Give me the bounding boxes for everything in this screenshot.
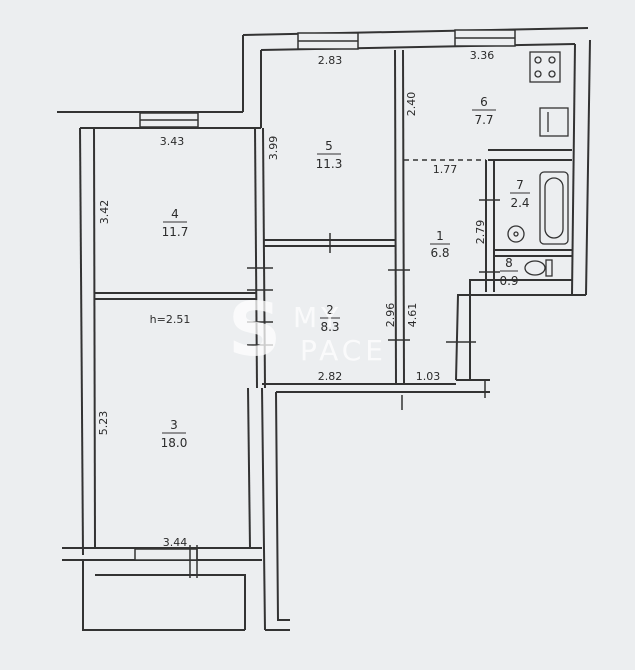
svg-text:0.9: 0.9 — [499, 274, 518, 288]
svg-text:8: 8 — [505, 256, 513, 270]
dim-2-79: 2.79 — [474, 220, 487, 245]
dim-1-77: 1.77 — [433, 163, 458, 176]
bathtub-icon — [539, 171, 569, 245]
door-marks — [189, 199, 500, 578]
dim-3-43: 3.43 — [160, 135, 185, 148]
svg-text:PACE: PACE — [300, 334, 387, 367]
room-1-label: 1 6.8 — [430, 229, 450, 260]
svg-text:4: 4 — [171, 207, 179, 221]
dim-5-23: 5.23 — [97, 411, 110, 436]
stove-icon — [529, 51, 561, 83]
sink-icon — [539, 107, 569, 137]
svg-text:6.8: 6.8 — [430, 246, 449, 260]
washbasin-icon — [507, 225, 525, 243]
dimension-labels: 2.83 3.36 3.43 1.77 2.82 1.03 3.44 h=2.5… — [97, 49, 494, 549]
svg-text:2: 2 — [326, 303, 334, 317]
dim-3-42: 3.42 — [98, 200, 111, 225]
room-8-label: 8 0.9 — [499, 256, 518, 288]
toilet-icon — [524, 259, 553, 277]
dim-2-96: 2.96 — [384, 303, 397, 328]
svg-text:MY: MY — [293, 301, 342, 334]
svg-text:8.3: 8.3 — [320, 320, 339, 334]
svg-text:11.7: 11.7 — [162, 225, 189, 239]
room-7-label: 7 2.4 — [510, 178, 530, 210]
svg-text:18.0: 18.0 — [161, 436, 188, 450]
svg-text:11.3: 11.3 — [316, 157, 343, 171]
room-2-label: 2 8.3 — [320, 303, 340, 334]
room-4-label: 4 11.7 — [162, 207, 189, 239]
svg-text:1: 1 — [436, 229, 444, 243]
watermark-logo: S MY PACE — [228, 287, 387, 373]
dim-3-99: 3.99 — [267, 136, 280, 161]
svg-text:2.4: 2.4 — [510, 196, 529, 210]
dim-2-83: 2.83 — [318, 54, 343, 67]
dim-4-61: 4.61 — [406, 303, 419, 328]
svg-text:5: 5 — [325, 139, 333, 153]
dim-1-03: 1.03 — [416, 370, 441, 383]
svg-text:6: 6 — [480, 95, 488, 109]
room-3-label: 3 18.0 — [161, 418, 188, 450]
room-6-label: 6 7.7 — [472, 95, 496, 127]
room-labels: 1 6.8 2 8.3 3 18.0 4 11.7 5 11.3 6 7.7 — [161, 95, 530, 450]
svg-text:7: 7 — [516, 178, 524, 192]
room-5-label: 5 11.3 — [316, 139, 343, 171]
dim-2-40: 2.40 — [405, 92, 418, 117]
windows — [134, 29, 516, 561]
ceiling-height: h=2.51 — [150, 313, 191, 326]
dim-3-44: 3.44 — [163, 536, 188, 549]
window-room-3 — [134, 548, 198, 561]
dim-3-36: 3.36 — [470, 49, 495, 62]
svg-text:7.7: 7.7 — [474, 113, 493, 127]
dim-2-82: 2.82 — [318, 370, 343, 383]
svg-text:S: S — [228, 287, 281, 373]
svg-text:3: 3 — [170, 418, 178, 432]
